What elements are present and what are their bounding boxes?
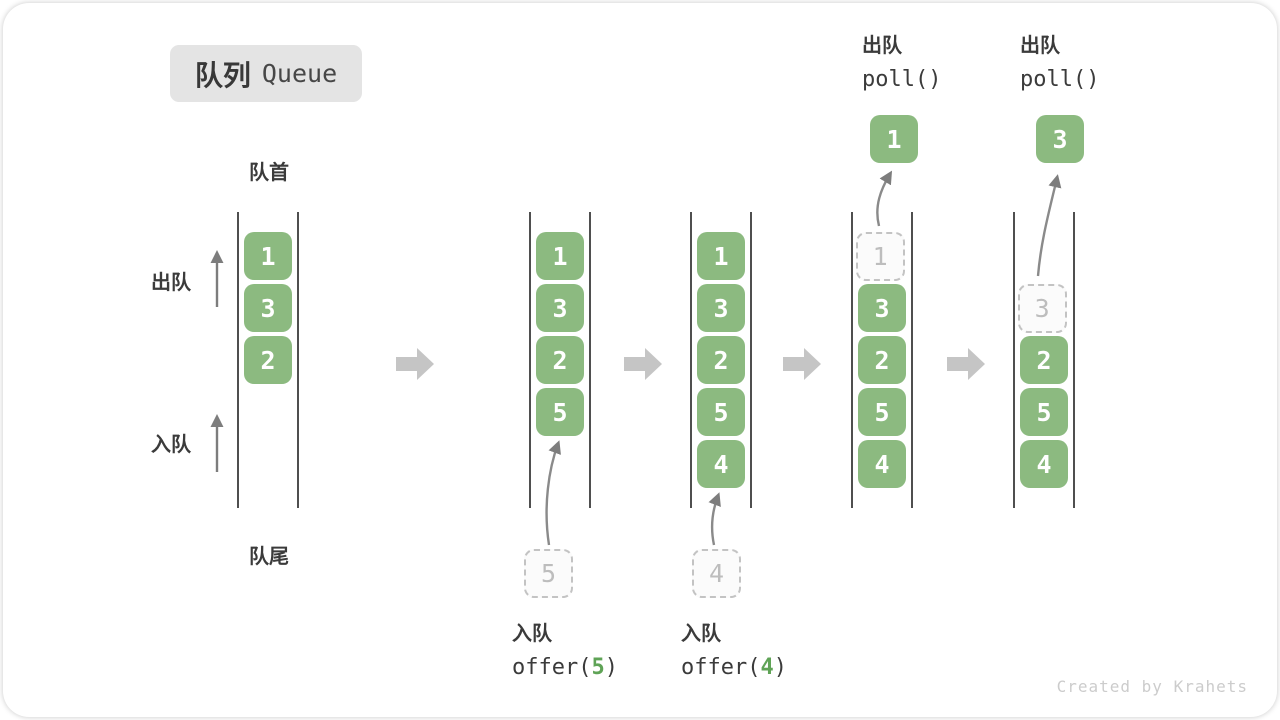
queue-wall bbox=[750, 212, 752, 508]
queue-cell: 3 bbox=[244, 284, 292, 332]
dequeue-caption-label: 出队 bbox=[862, 35, 902, 57]
queue-cell: 4 bbox=[858, 440, 906, 488]
dequeue-caption-5: 出队 poll() bbox=[1020, 29, 1099, 97]
queue-cell: 3 bbox=[697, 284, 745, 332]
queue-wall bbox=[911, 212, 913, 508]
queue-cell: 1 bbox=[244, 232, 292, 280]
incoming-element-ghost: 5 bbox=[524, 549, 573, 598]
enqueue-caption-2: 入队 offer(5) bbox=[512, 617, 618, 685]
queue-wall bbox=[297, 212, 299, 508]
queue-wall bbox=[237, 212, 239, 508]
queue-cell: 3 bbox=[536, 284, 584, 332]
queue-wall bbox=[690, 212, 692, 508]
queue-front-label: 队首 bbox=[249, 162, 289, 184]
queue-wall bbox=[529, 212, 531, 508]
title-zh: 队列 bbox=[194, 59, 251, 91]
queue-cell: 2 bbox=[858, 336, 906, 384]
queue-state-1: 1 3 2 bbox=[237, 212, 299, 508]
queue-cell: 1 bbox=[697, 232, 745, 280]
queue-cell: 2 bbox=[697, 336, 745, 384]
watermark: Created by Krahets bbox=[1056, 677, 1248, 696]
queue-cell: 2 bbox=[244, 336, 292, 384]
dequeue-caption-code: poll() bbox=[1020, 67, 1100, 92]
queue-state-3: 1 3 2 5 4 bbox=[690, 212, 752, 508]
queue-state-4: 1 3 2 5 4 bbox=[851, 212, 913, 508]
dequeue-caption-4: 出队 poll() bbox=[862, 29, 941, 97]
queue-cell: 5 bbox=[858, 388, 906, 436]
title-badge: 队列 Queue bbox=[170, 45, 362, 102]
title-en: Queue bbox=[261, 59, 338, 88]
removed-element-ghost: 1 bbox=[855, 232, 905, 281]
removed-element-ghost: 3 bbox=[1017, 284, 1067, 333]
enqueue-caption-code: offer(4) bbox=[681, 655, 787, 680]
dequeue-caption-code: poll() bbox=[862, 67, 942, 92]
popped-element: 1 bbox=[870, 115, 918, 163]
enqueue-caption-label: 入队 bbox=[681, 623, 721, 645]
queue-state-5: 3 2 5 4 bbox=[1013, 212, 1075, 508]
next-state-arrow-icon bbox=[947, 348, 985, 380]
queue-wall bbox=[589, 212, 591, 508]
queue-wall bbox=[851, 212, 853, 508]
popped-element: 3 bbox=[1036, 115, 1084, 163]
queue-cell: 5 bbox=[1020, 388, 1068, 436]
queue-cell: 4 bbox=[1020, 440, 1068, 488]
queue-cell: 1 bbox=[536, 232, 584, 280]
queue-cell: 4 bbox=[697, 440, 745, 488]
queue-wall bbox=[1013, 212, 1015, 508]
queue-state-2: 1 3 2 5 bbox=[529, 212, 591, 508]
queue-rear-label: 队尾 bbox=[249, 546, 289, 568]
queue-cell: 2 bbox=[536, 336, 584, 384]
next-state-arrow-icon bbox=[624, 348, 662, 380]
enqueue-side-label: 入队 bbox=[151, 434, 191, 456]
queue-cell: 2 bbox=[1020, 336, 1068, 384]
queue-cell: 3 bbox=[858, 284, 906, 332]
enqueue-caption-3: 入队 offer(4) bbox=[681, 617, 787, 685]
incoming-element-ghost: 4 bbox=[692, 549, 741, 598]
dequeue-caption-label: 出队 bbox=[1020, 35, 1060, 57]
enqueue-caption-label: 入队 bbox=[512, 623, 552, 645]
queue-cell: 5 bbox=[536, 388, 584, 436]
queue-wall bbox=[1073, 212, 1075, 508]
next-state-arrow-icon bbox=[783, 348, 821, 380]
next-state-arrow-icon bbox=[396, 348, 434, 380]
dequeue-side-label: 出队 bbox=[151, 272, 191, 294]
queue-cell: 5 bbox=[697, 388, 745, 436]
enqueue-caption-code: offer(5) bbox=[512, 655, 618, 680]
